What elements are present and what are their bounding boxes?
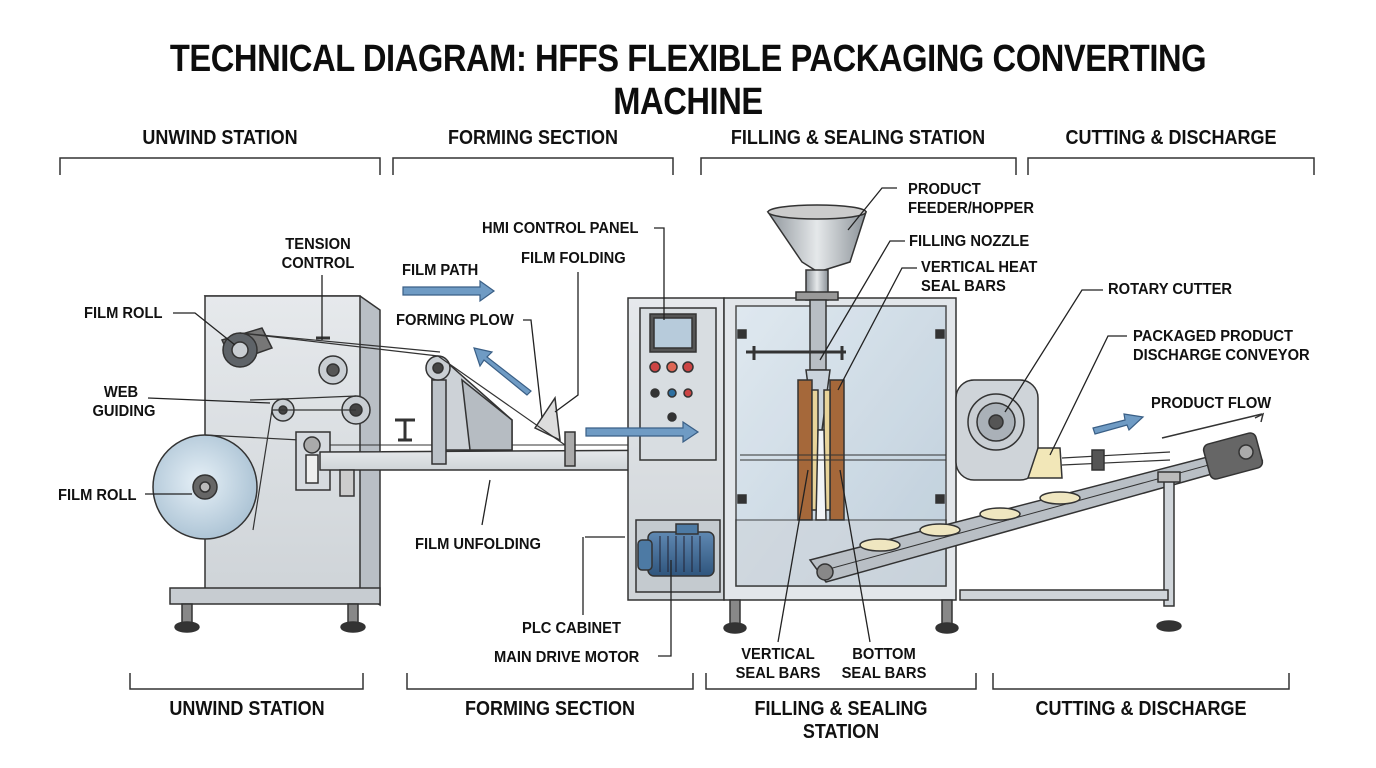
label-film-folding: FILM FOLDING bbox=[521, 250, 626, 267]
label-web-guiding: WEB GUIDING bbox=[92, 383, 156, 421]
forming-flow-arrow bbox=[585, 420, 700, 444]
diagram-title: TECHNICAL DIAGRAM: HFFS FLEXIBLE PACKAGI… bbox=[169, 38, 1207, 123]
section-brackets-top bbox=[59, 157, 1315, 175]
label-product-feeder-line2: FEEDER/HOPPER bbox=[908, 200, 1034, 217]
label-vertical-seal-line1: VERTICAL bbox=[741, 646, 815, 663]
label-bottom-seal-bars: BOTTOM SEAL BARS bbox=[840, 645, 928, 683]
section-header-forming: FORMING SECTION bbox=[447, 127, 618, 149]
label-filling-nozzle: FILLING NOZZLE bbox=[909, 233, 1030, 250]
label-film-roll-bottom: FILM ROLL bbox=[58, 487, 137, 504]
cutting-discharge bbox=[808, 379, 1265, 632]
section-header-unwind: UNWIND STATION bbox=[142, 127, 298, 149]
label-film-path: FILM PATH bbox=[402, 262, 479, 279]
label-vertical-seal-line2: SEAL BARS bbox=[735, 665, 821, 682]
label-tension-control-line2: CONTROL bbox=[281, 255, 355, 272]
section-header-filling: FILLING & SEALING STATION bbox=[730, 127, 986, 149]
section-header-cutting: CUTTING & DISCHARGE bbox=[1065, 127, 1277, 149]
label-web-guiding-line2: GUIDING bbox=[92, 403, 156, 420]
film-path-arrow bbox=[402, 279, 496, 303]
label-rotary-cutter: ROTARY CUTTER bbox=[1108, 281, 1233, 298]
label-discharge-conveyor-line2: DISCHARGE CONVEYOR bbox=[1133, 347, 1310, 364]
label-tension-control-line1: TENSION bbox=[285, 236, 351, 253]
label-web-guiding-line1: WEB bbox=[103, 384, 139, 401]
label-bottom-seal-line1: BOTTOM bbox=[852, 646, 916, 663]
section-footer-cutting: CUTTING & DISCHARGE bbox=[1035, 698, 1247, 720]
label-discharge-conveyor-line1: PACKAGED PRODUCT bbox=[1133, 328, 1294, 345]
leader-lines bbox=[145, 187, 1127, 657]
label-discharge-conveyor: PACKAGED PRODUCT DISCHARGE CONVEYOR bbox=[1133, 327, 1310, 365]
product-flow-arrow bbox=[1092, 413, 1145, 435]
label-film-unfolding: FILM UNFOLDING bbox=[415, 536, 541, 553]
section-footer-unwind: UNWIND STATION bbox=[169, 698, 325, 720]
label-plc-cabinet: PLC CABINET bbox=[522, 620, 621, 637]
plc-cabinet bbox=[627, 297, 725, 601]
label-hmi-control-panel: HMI CONTROL PANEL bbox=[482, 220, 639, 237]
label-forming-plow: FORMING PLOW bbox=[396, 312, 514, 329]
label-vertical-heat-line1: VERTICAL HEAT bbox=[921, 259, 1038, 276]
label-vertical-seal-bars: VERTICAL SEAL BARS bbox=[734, 645, 822, 683]
label-vertical-heat-seal-bars: VERTICAL HEAT SEAL BARS bbox=[921, 258, 1037, 296]
label-product-flow: PRODUCT FLOW bbox=[1151, 395, 1272, 412]
forming-frame bbox=[239, 332, 721, 497]
label-main-drive-motor: MAIN DRIVE MOTOR bbox=[494, 649, 640, 666]
label-tension-control: TENSION CONTROL bbox=[281, 235, 355, 273]
section-footer-forming: FORMING SECTION bbox=[464, 698, 635, 720]
label-product-feeder-line1: PRODUCT bbox=[908, 181, 981, 198]
flow-arrows bbox=[402, 279, 1145, 444]
section-brackets-bottom bbox=[129, 673, 1290, 690]
label-vertical-heat-line2: SEAL BARS bbox=[921, 278, 1006, 295]
label-bottom-seal-line2: SEAL BARS bbox=[841, 665, 927, 682]
section-footer-filling: FILLING & SEALING STATION bbox=[754, 698, 928, 743]
label-film-roll-top: FILM ROLL bbox=[84, 305, 163, 322]
label-product-feeder: PRODUCT FEEDER/HOPPER bbox=[908, 180, 1034, 218]
film-folding-arrow bbox=[473, 347, 532, 396]
